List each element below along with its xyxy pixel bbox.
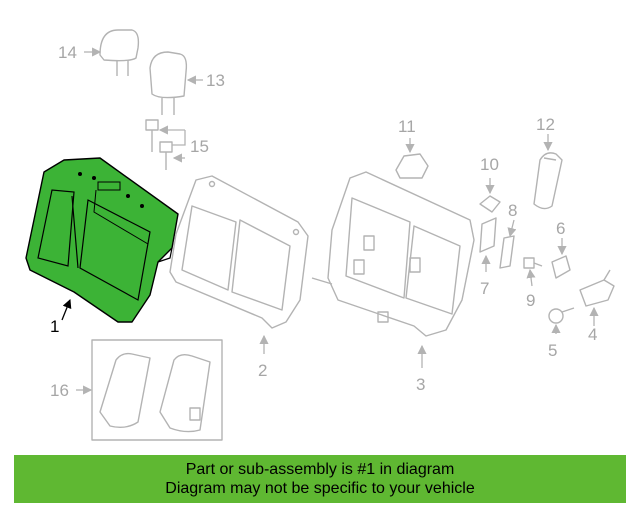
- label-5: 5: [548, 341, 557, 360]
- part-10-bezel[interactable]: [479, 195, 501, 213]
- part-11-cover[interactable]: [395, 153, 429, 179]
- part-16-armrest-assembly[interactable]: [91, 339, 223, 441]
- label-15: 15: [190, 137, 209, 156]
- label-3: 3: [416, 375, 425, 394]
- part-3-rear-panel[interactable]: [311, 171, 475, 337]
- parts-diagram: 14 13 15 1 2: [25, 29, 615, 441]
- label-7: 7: [480, 279, 489, 298]
- part-8-bracket[interactable]: [499, 235, 515, 269]
- notice-line-2: Diagram may not be specific to your vehi…: [165, 480, 475, 497]
- label-1: 1: [50, 317, 59, 336]
- part-9-bolt[interactable]: [523, 257, 543, 269]
- label-12: 12: [536, 115, 555, 134]
- label-11: 11: [398, 117, 416, 136]
- label-13: 13: [206, 71, 225, 90]
- label-6: 6: [556, 219, 565, 238]
- part-13-headrest[interactable]: [149, 51, 188, 115]
- part-6-hinge-plate[interactable]: [551, 255, 571, 279]
- part-14-headrest[interactable]: [99, 29, 140, 76]
- part-1-seat-back-pad[interactable]: [25, 157, 179, 323]
- part-15-headrest-guides[interactable]: [145, 119, 173, 170]
- label-14: 14: [58, 43, 77, 62]
- part-7-striker[interactable]: [479, 217, 497, 253]
- label-9: 9: [526, 291, 535, 310]
- notice-line-1: Part or sub-assembly is #1 in diagram: [185, 461, 455, 478]
- part-4-pivot-bracket[interactable]: [579, 269, 615, 307]
- diagram-notice-banner: Part or sub-assembly is #1 in diagram Di…: [14, 455, 626, 503]
- part-5-nut[interactable]: [548, 307, 575, 324]
- label-2: 2: [258, 361, 267, 380]
- part-12-handle[interactable]: [533, 152, 563, 210]
- label-4: 4: [588, 325, 597, 344]
- label-16: 16: [50, 381, 69, 400]
- part-2-frame[interactable]: [169, 175, 309, 329]
- label-10: 10: [480, 155, 499, 174]
- label-8: 8: [508, 201, 517, 220]
